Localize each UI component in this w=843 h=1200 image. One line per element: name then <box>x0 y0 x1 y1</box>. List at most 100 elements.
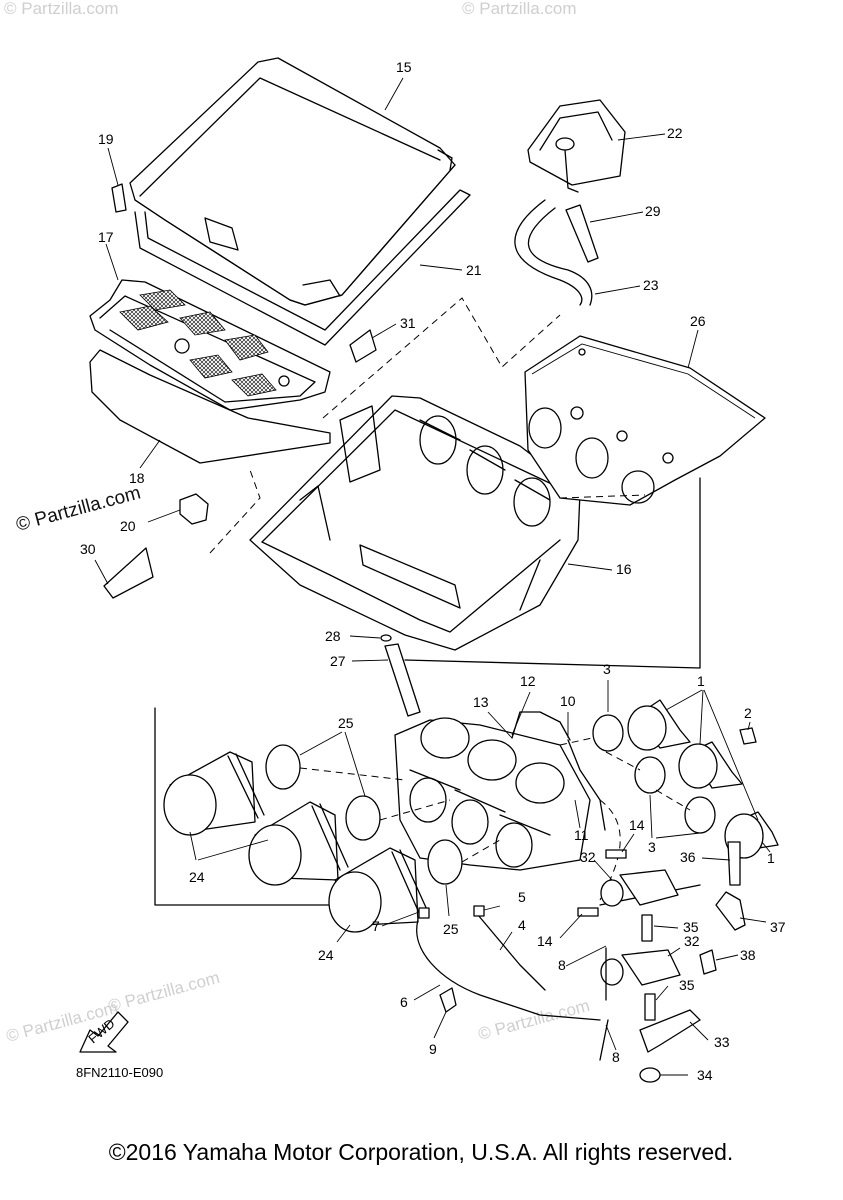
hose-12 <box>511 711 571 741</box>
callout-14a: 14 <box>629 817 645 833</box>
callout-numbers: 15 19 22 29 17 21 23 26 31 18 20 30 16 2… <box>80 59 786 1083</box>
nut-34 <box>639 1067 661 1083</box>
callout-30: 30 <box>80 541 96 557</box>
callout-1a: 1 <box>697 673 705 689</box>
callout-25a: 25 <box>338 715 354 731</box>
callout-8a: 8 <box>558 957 566 973</box>
bolt-38 <box>699 949 717 975</box>
callout-22: 22 <box>667 125 683 141</box>
seal-plate <box>524 335 766 506</box>
solenoid-valve-lower <box>600 949 681 986</box>
part-31 <box>349 329 377 363</box>
callout-24a: 24 <box>189 869 205 885</box>
clamp-25a <box>265 744 301 790</box>
hose-4 <box>477 914 546 991</box>
callout-32b: 32 <box>684 933 700 949</box>
callout-32a: 32 <box>580 849 596 865</box>
callout-35b: 35 <box>679 977 695 993</box>
callout-12: 12 <box>520 673 536 689</box>
callout-9: 9 <box>429 1041 437 1057</box>
callout-26: 26 <box>690 313 706 329</box>
bracket-33 <box>639 1009 701 1053</box>
callout-35a: 35 <box>683 919 699 935</box>
callout-10: 10 <box>560 693 576 709</box>
callout-17: 17 <box>98 229 114 245</box>
watermark-bottom-center: © Partzilla.com <box>476 996 592 1044</box>
callout-36: 36 <box>680 849 696 865</box>
throttle-body-assembly <box>394 717 591 871</box>
leader-lines <box>94 77 771 1076</box>
joint-14a <box>605 849 627 859</box>
air-funnel-24a <box>163 751 265 836</box>
guide-line <box>379 799 451 821</box>
callout-2: 2 <box>744 705 752 721</box>
callout-24b: 24 <box>318 947 334 963</box>
bolt-36 <box>727 841 741 886</box>
callout-28: 28 <box>325 628 341 644</box>
callout-8b: 8 <box>612 1049 620 1065</box>
guide-line <box>209 469 261 554</box>
callout-16: 16 <box>616 561 632 577</box>
bracket-37 <box>715 891 746 931</box>
callout-4: 4 <box>518 917 526 933</box>
callout-11: 11 <box>574 827 589 843</box>
holder-9 <box>439 987 457 1013</box>
clamp-3c <box>684 796 716 834</box>
breather-hose <box>514 199 593 306</box>
diagram-code: 8FN2110-E090 <box>76 1065 163 1080</box>
callout-14b: 14 <box>537 933 553 949</box>
breather-box <box>527 99 626 193</box>
clip-19 <box>111 183 127 213</box>
guide-line <box>299 767 406 781</box>
guide-line <box>559 737 691 811</box>
part-30 <box>103 547 154 599</box>
callout-21: 21 <box>466 262 482 278</box>
watermark-top-left: © Partzilla.com <box>4 0 119 18</box>
collar-35b <box>644 993 656 1021</box>
joint-14b <box>577 907 599 917</box>
guide-line <box>322 297 561 419</box>
copyright-notice: ©2016 Yamaha Motor Corporation, U.S.A. A… <box>109 1139 734 1165</box>
collar-35a <box>641 914 653 942</box>
callout-34: 34 <box>697 1067 713 1083</box>
clip-5 <box>473 905 485 917</box>
callout-13: 13 <box>473 694 489 710</box>
callout-37: 37 <box>770 919 786 935</box>
intake-joint-1b <box>678 741 743 789</box>
callout-19: 19 <box>98 131 114 147</box>
clamp-25b <box>345 795 381 841</box>
callout-6: 6 <box>400 994 408 1010</box>
intake-joint-1a <box>627 699 691 751</box>
callout-33: 33 <box>714 1034 730 1050</box>
callout-20: 20 <box>120 518 136 534</box>
air-box-case <box>249 395 581 651</box>
callout-27: 27 <box>330 653 346 669</box>
callout-1b: 1 <box>767 850 775 866</box>
callout-38: 38 <box>740 947 756 963</box>
clamp-3b <box>634 756 666 794</box>
bolt-2 <box>739 727 757 745</box>
solenoid-valve-upper <box>600 869 679 907</box>
callout-23: 23 <box>643 277 659 293</box>
watermark-bottom-mid: © Partzilla.com <box>106 968 222 1016</box>
callout-18: 18 <box>129 470 145 486</box>
hose-6 <box>416 919 601 1021</box>
callout-3b: 3 <box>648 839 656 855</box>
guide-line <box>559 494 646 499</box>
watermark-top-center: © Partzilla.com <box>462 0 577 18</box>
ring-28 <box>380 634 392 642</box>
cover-gasket <box>134 189 471 346</box>
callout-31: 31 <box>400 315 416 331</box>
callout-5: 5 <box>518 889 526 905</box>
air-funnel-24c <box>328 847 429 933</box>
air-box-cover <box>129 57 456 306</box>
drain-tube <box>384 643 421 717</box>
callout-15: 15 <box>396 59 412 75</box>
clamp-3a <box>592 714 624 752</box>
clip-7 <box>418 907 430 919</box>
air-funnel-24b <box>248 801 349 886</box>
hose-10-11 <box>567 739 606 831</box>
plate-18 <box>89 349 331 464</box>
part-20 <box>179 493 209 525</box>
